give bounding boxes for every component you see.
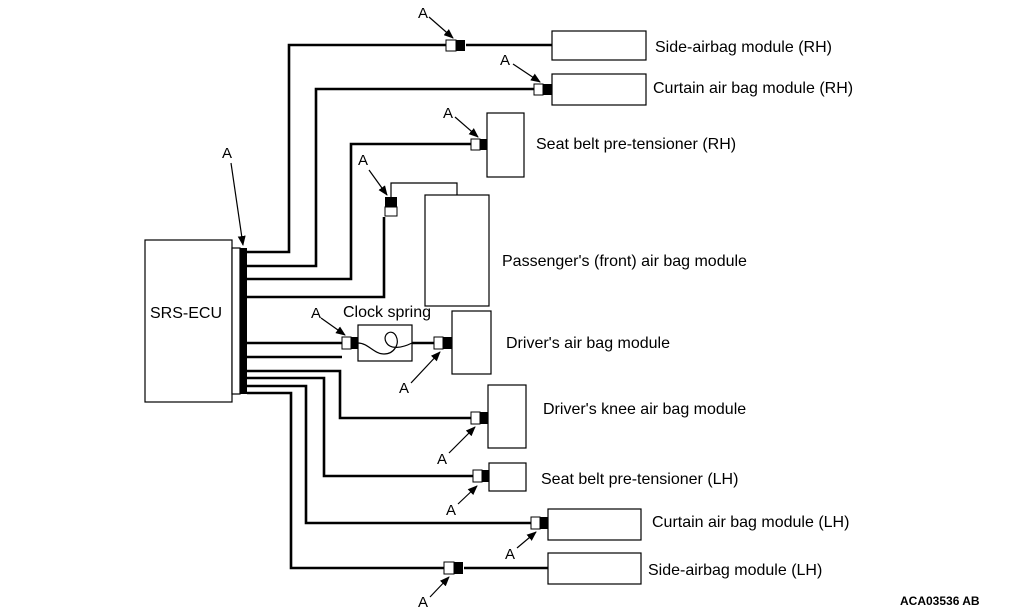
connector-curtain-lh	[530, 516, 548, 530]
callout-a-arrow	[512, 63, 541, 83]
wire-side-airbag-rh-a	[247, 43, 446, 254]
callout-a-label: A	[418, 594, 428, 611]
callout-a-arrow	[320, 317, 346, 336]
connectors	[341, 39, 552, 575]
side-airbag-lh-box	[547, 552, 642, 585]
connector-callouts: A A A A A A A A A A A	[222, 5, 541, 611]
callout-a-label: A	[443, 105, 453, 122]
seat-belt-rh-box	[486, 112, 525, 178]
curtain-airbag-rh-label: Curtain air bag module (RH)	[653, 80, 853, 97]
wire-passenger-a	[247, 217, 386, 299]
driver-airbag-box	[451, 310, 492, 375]
srs-ecu-box	[144, 239, 233, 403]
seat-belt-lh-label: Seat belt pre-tensioner (LH)	[541, 471, 738, 488]
connector-side-lh	[443, 561, 463, 575]
connector-curtain-rh	[533, 83, 552, 96]
wire-seat-belt-rh	[247, 142, 471, 281]
curtain-airbag-lh-box	[547, 508, 642, 541]
curtain-airbag-rh-box	[551, 73, 647, 106]
callout-a-arrow	[448, 426, 476, 454]
connector-driver-knee	[470, 411, 488, 425]
callout-a-label: A	[399, 380, 409, 397]
curtain-airbag-lh-label: Curtain air bag module (LH)	[652, 514, 849, 531]
side-airbag-rh-box	[551, 30, 647, 61]
srs-ecu: SRS-ECU	[144, 239, 247, 403]
driver-airbag-label: Driver's air bag module	[506, 335, 670, 352]
wire-curtain-lh	[247, 384, 531, 525]
connector-driver-airbag	[433, 336, 452, 350]
passenger-airbag-label: Passenger's (front) air bag module	[502, 253, 747, 270]
wire-driver-knee	[247, 369, 471, 420]
seat-belt-lh-box	[488, 462, 527, 492]
clock-spring-coil	[357, 331, 413, 355]
callout-a-arrow	[454, 116, 479, 138]
module-labels: Side-airbag module (RH) Curtain air bag …	[502, 39, 853, 579]
side-airbag-rh-label: Side-airbag module (RH)	[655, 39, 832, 56]
figure-code: ACA03536 AB	[900, 594, 980, 608]
callout-a-arrow	[516, 531, 537, 549]
callout-a-label: A	[446, 502, 456, 519]
wire-seat-belt-lh	[247, 376, 473, 478]
connector-seat-belt-rh	[470, 138, 487, 151]
wire-passenger-b	[390, 182, 458, 197]
wire-curtain-rh	[247, 87, 534, 268]
callout-a-label: A	[437, 451, 447, 468]
callout-a-arrow	[429, 576, 450, 598]
srs-ecu-connector	[240, 248, 247, 394]
callout-a-label: A	[358, 152, 368, 169]
clock-spring: Clock spring	[343, 304, 431, 362]
srs-ecu-connector-body	[231, 247, 241, 395]
callout-a-label: A	[222, 145, 232, 162]
callout-a-arrow	[368, 169, 388, 196]
passenger-airbag-box	[424, 194, 490, 307]
clock-spring-box	[357, 324, 413, 362]
driver-knee-airbag-box	[487, 384, 527, 449]
callout-a-label: A	[500, 52, 510, 69]
modules	[424, 30, 647, 585]
callout-a-arrow	[230, 162, 246, 246]
side-airbag-lh-label: Side-airbag module (LH)	[648, 562, 822, 579]
callout-a-label: A	[418, 5, 428, 22]
callout-a-arrow	[410, 351, 441, 384]
callout-a-arrow	[457, 485, 478, 505]
callout-a-label: A	[311, 305, 321, 322]
callout-a-arrow	[428, 16, 454, 39]
callout-a-label: A	[505, 546, 515, 563]
wire-side-airbag-lh-a	[247, 391, 444, 570]
srs-ecu-label: SRS-ECU	[150, 305, 222, 322]
connector-side-rh	[445, 39, 465, 52]
connector-passenger	[384, 197, 398, 217]
driver-knee-airbag-label: Driver's knee air bag module	[543, 401, 746, 418]
seat-belt-rh-label: Seat belt pre-tensioner (RH)	[536, 136, 736, 153]
clock-spring-label: Clock spring	[343, 304, 431, 321]
wires	[247, 43, 552, 570]
connector-seat-belt-lh	[472, 469, 489, 483]
connector-clock-spring-in	[341, 336, 358, 350]
